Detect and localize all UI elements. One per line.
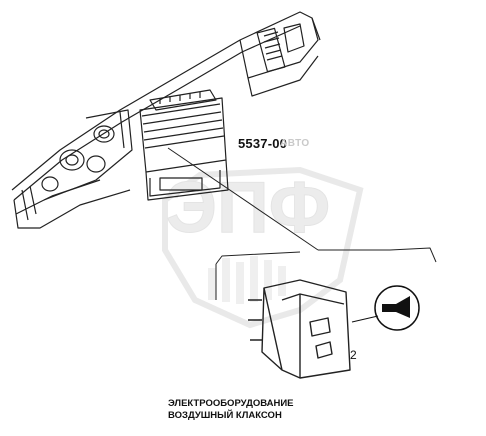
dashboard-drawing	[11, 11, 437, 300]
watermark-letters: ЭПФ	[166, 168, 330, 248]
figure-caption: ЭЛЕКТРООБОРУДОВАНИЕ ВОЗДУШНЫЙ КЛАКСОН	[168, 398, 294, 422]
horn-icon	[351, 285, 420, 331]
caption-line-1: ЭЛЕКТРООБОРУДОВАНИЕ	[168, 398, 294, 409]
watermark-logo: ЭПФ	[162, 166, 364, 329]
caption-line-2: ВОЗДУШНЫЙ КЛАКСОН	[168, 410, 282, 421]
watermark-small-text: АВТО	[280, 138, 310, 149]
reference-code: 5537-00	[238, 136, 288, 151]
horn-switch-drawing	[248, 279, 351, 379]
callout-number: 2	[350, 348, 357, 362]
